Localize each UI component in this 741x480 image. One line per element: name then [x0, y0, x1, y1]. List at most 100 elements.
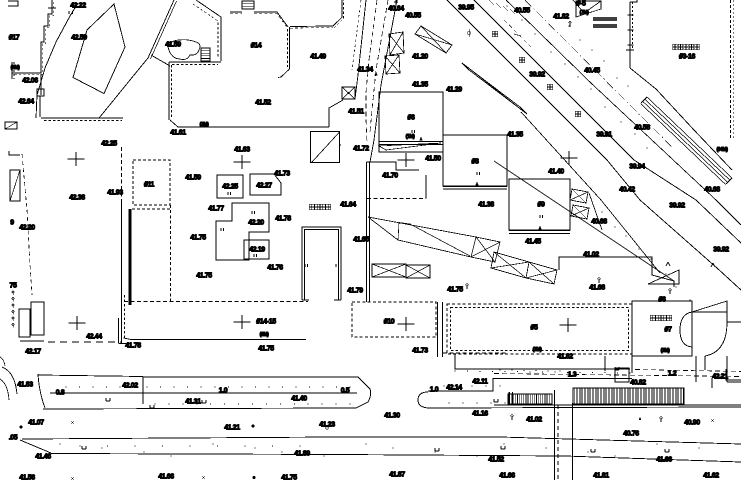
svg-text:41.59: 41.59: [165, 42, 181, 49]
svg-text:1.0: 1.0: [430, 387, 439, 394]
svg-text:75: 75: [10, 283, 17, 290]
svg-text:41.75: 41.75: [281, 475, 297, 480]
svg-text:41.83: 41.83: [17, 382, 33, 389]
svg-text:40.68: 40.68: [591, 219, 607, 226]
svg-text:40.55: 40.55: [405, 13, 421, 20]
svg-text:#6: #6: [408, 115, 415, 122]
svg-text:42.21: 42.21: [712, 374, 728, 381]
svg-text:1.0: 1.0: [219, 388, 228, 395]
svg-text:0.5: 0.5: [341, 388, 350, 395]
svg-text:41.89: 41.89: [294, 451, 310, 458]
svg-text:41.70: 41.70: [382, 173, 398, 180]
svg-text:41.66: 41.66: [656, 457, 672, 464]
svg-text:41.38: 41.38: [478, 202, 494, 209]
svg-text:39.92: 39.92: [669, 203, 685, 210]
svg-text:#9: #9: [538, 202, 545, 209]
svg-text:40.64: 40.64: [388, 6, 404, 13]
svg-text:41.51: 41.51: [348, 109, 364, 116]
svg-text:41.75: 41.75: [447, 287, 463, 294]
svg-text:41.16: 41.16: [472, 411, 488, 418]
svg-text:(6M): (6M): [260, 332, 269, 338]
svg-text:#-5: #-5: [577, 1, 586, 8]
svg-text:(3M): (3M): [200, 122, 209, 128]
svg-text:42.11: 42.11: [472, 379, 488, 386]
svg-text:42.25: 42.25: [222, 184, 238, 191]
svg-text:1.2: 1.2: [668, 371, 677, 378]
svg-text:40.55: 40.55: [514, 8, 530, 15]
svg-text:41.56: 41.56: [19, 475, 35, 480]
svg-text:42.02: 42.02: [122, 383, 138, 390]
svg-text:42.20: 42.20: [248, 220, 264, 227]
svg-text:42.59: 42.59: [71, 35, 87, 42]
svg-text:41.65: 41.65: [353, 237, 369, 244]
svg-text:41.02: 41.02: [526, 417, 542, 424]
svg-text:41.82: 41.82: [553, 14, 569, 21]
svg-text:41.77: 41.77: [208, 206, 224, 213]
svg-text:42.20: 42.20: [19, 225, 35, 232]
svg-text:41.82: 41.82: [557, 354, 573, 361]
svg-text:41.31: 41.31: [185, 399, 201, 406]
svg-text:41.79: 41.79: [347, 288, 363, 295]
svg-text:41.72: 41.72: [353, 146, 369, 153]
svg-text:42.38: 42.38: [69, 195, 85, 202]
svg-text:9: 9: [10, 220, 14, 227]
svg-text:40.42: 40.42: [619, 187, 635, 194]
svg-text:41.49: 41.49: [310, 54, 326, 61]
svg-text:#7: #7: [665, 327, 672, 334]
svg-text:40.58: 40.58: [634, 125, 650, 132]
svg-text:41.45: 41.45: [525, 239, 541, 246]
svg-text:41.66: 41.66: [158, 474, 174, 480]
svg-text:41.75: 41.75: [196, 273, 212, 280]
svg-text:#17: #17: [9, 35, 20, 42]
svg-text:42.22: 42.22: [70, 3, 86, 10]
svg-text:41.59: 41.59: [185, 175, 201, 182]
svg-text:41.35: 41.35: [412, 82, 428, 89]
svg-text:(6M): (6M): [11, 65, 20, 71]
svg-text:42.19: 42.19: [249, 247, 265, 254]
svg-text:#11: #11: [144, 182, 155, 189]
svg-text:41.34: 41.34: [357, 67, 373, 74]
svg-text:#5: #5: [531, 325, 538, 332]
svg-text:0.8: 0.8: [56, 390, 65, 397]
svg-text:#8: #8: [472, 159, 479, 166]
svg-text:39.92: 39.92: [713, 247, 729, 254]
svg-text:41.87: 41.87: [389, 472, 405, 479]
svg-text:41.63: 41.63: [234, 147, 250, 154]
svg-text:40.45: 40.45: [584, 68, 600, 75]
svg-text:41.40: 41.40: [291, 396, 307, 403]
svg-text:(7M): (7M): [580, 10, 589, 16]
svg-text:41.50: 41.50: [425, 156, 441, 163]
svg-text:41.93: 41.93: [107, 190, 123, 197]
svg-text:41.66: 41.66: [499, 473, 515, 480]
svg-text:41.68: 41.68: [589, 285, 605, 292]
svg-text:(84M): (84M): [716, 147, 728, 153]
svg-text:1.3: 1.3: [568, 372, 577, 379]
svg-text:42.44: 42.44: [86, 334, 102, 341]
svg-text:42.64: 42.64: [18, 99, 34, 106]
svg-text:39.92: 39.92: [529, 72, 545, 79]
svg-text:42.17: 42.17: [25, 349, 41, 356]
svg-text:41.78: 41.78: [125, 343, 141, 350]
svg-text:41.73: 41.73: [274, 171, 290, 178]
svg-text:#3-16: #3-16: [679, 54, 695, 61]
svg-text:41.52: 41.52: [255, 100, 271, 107]
svg-text:41.81: 41.81: [593, 473, 609, 480]
svg-text:#14-15: #14-15: [256, 319, 276, 326]
svg-text:39.95: 39.95: [458, 5, 474, 12]
svg-text:41.75: 41.75: [258, 346, 274, 353]
svg-text:42.14: 42.14: [446, 385, 462, 392]
svg-text:41.29: 41.29: [446, 87, 462, 94]
svg-text:41.20: 41.20: [412, 54, 428, 61]
svg-text:41.23: 41.23: [319, 422, 335, 429]
svg-text:(3M): (3M): [533, 347, 542, 353]
svg-text:42.27: 42.27: [256, 183, 272, 190]
svg-text:41.21: 41.21: [224, 425, 240, 432]
svg-text:41.61: 41.61: [170, 130, 186, 137]
svg-text:41.07: 41.07: [28, 420, 44, 427]
svg-text:.05: .05: [9, 435, 18, 442]
svg-text:40.76: 40.76: [623, 431, 639, 438]
svg-text:42.06: 42.06: [22, 78, 38, 85]
svg-text:41.64: 41.64: [340, 202, 356, 209]
svg-text:(1M): (1M): [406, 134, 415, 140]
svg-text:41.62: 41.62: [703, 473, 719, 480]
